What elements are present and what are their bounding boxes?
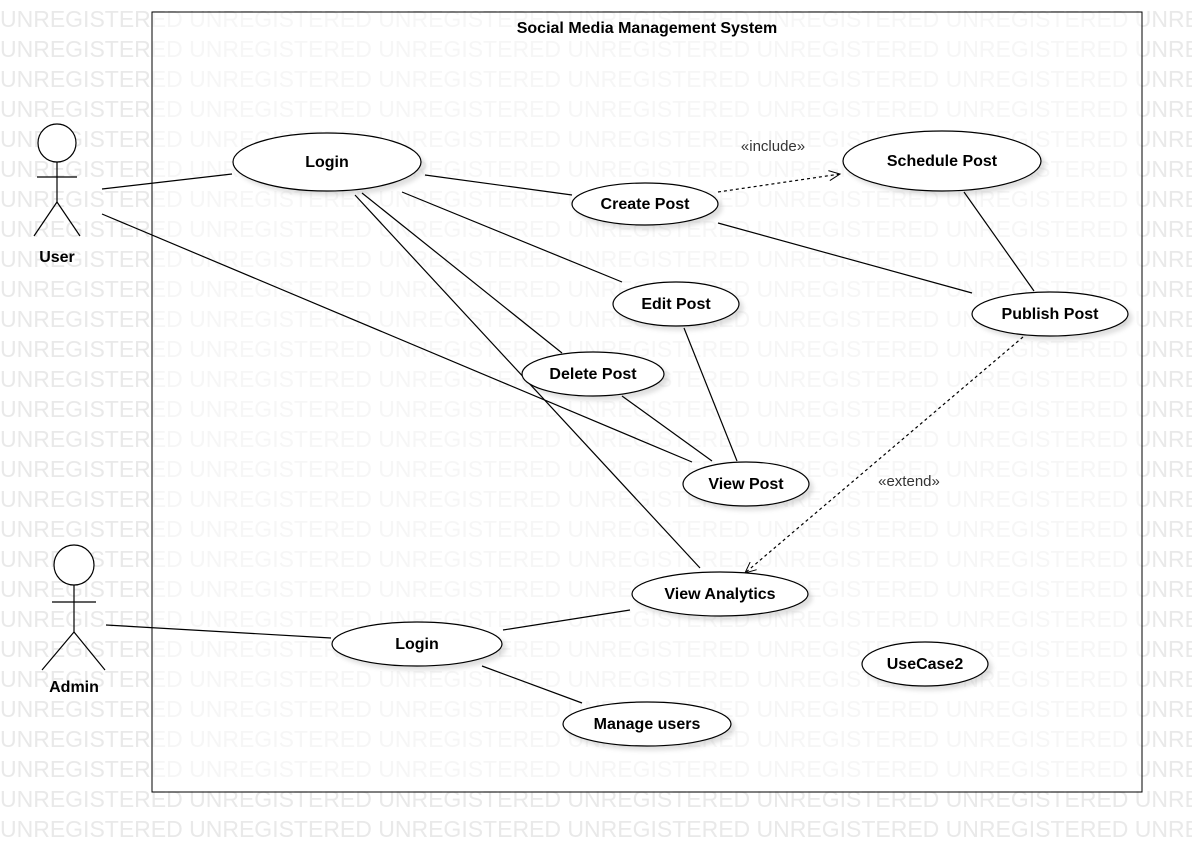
assoc-deletepost-viewpost[interactable]: [621, 395, 713, 462]
use-case-view-post[interactable]: View Post: [682, 461, 810, 507]
use-case-label: View Post: [708, 476, 784, 493]
use-case-edit-post[interactable]: Edit Post: [612, 281, 740, 327]
use-case-usecase2[interactable]: UseCase2: [861, 641, 989, 687]
use-case-view-analytics[interactable]: View Analytics: [631, 571, 809, 617]
assoc-user-viewpost[interactable]: [101, 213, 693, 463]
use-case-label: Manage users: [594, 716, 701, 733]
assoc-editpost-viewpost[interactable]: [683, 327, 738, 462]
admin-actor-icon: [53, 544, 95, 586]
assoc-admin-login[interactable]: [105, 624, 332, 639]
assoc-user-login[interactable]: [101, 173, 233, 190]
use-case-delete-post[interactable]: Delete Post: [521, 351, 665, 397]
use-case-manage-users[interactable]: Manage users: [562, 701, 732, 747]
use-case-label: UseCase2: [887, 656, 964, 673]
extend-label: «extend»: [878, 473, 940, 490]
use-case-label: View Analytics: [664, 586, 775, 603]
actor-user-label: User: [39, 249, 75, 266]
use-case-schedule-post[interactable]: Schedule Post: [842, 130, 1042, 192]
system-title: Social Media Management System: [517, 20, 778, 37]
actor-admin[interactable]: [41, 544, 106, 671]
use-case-label: Edit Post: [641, 296, 711, 313]
include-label: «include»: [741, 138, 805, 155]
watermark-row: UNREGISTERED UNREGISTERED UNREGISTERED U…: [0, 816, 1192, 842]
use-case-admin-login[interactable]: Login: [331, 621, 503, 667]
assoc-login-createpost[interactable]: [424, 174, 573, 196]
include-arrow[interactable]: [717, 170, 842, 193]
use-case-publish-post[interactable]: Publish Post: [971, 291, 1129, 337]
use-case-label: Login: [305, 154, 349, 171]
use-case-label: Create Post: [601, 196, 691, 213]
actor-admin-label: Admin: [49, 679, 99, 696]
assoc-schedule-publish[interactable]: [963, 191, 1035, 292]
use-case-label: Schedule Post: [887, 153, 998, 170]
assoc-login-editpost[interactable]: [401, 191, 623, 283]
assoc-login2-manage[interactable]: [481, 665, 583, 704]
actor-user[interactable]: [33, 123, 81, 237]
use-case-create-post[interactable]: Create Post: [571, 182, 719, 226]
use-case-label: Publish Post: [1002, 306, 1100, 323]
assoc-login-deletepost[interactable]: [361, 192, 563, 354]
system-boundary: [151, 11, 1143, 793]
assoc-createpost-publish[interactable]: [717, 222, 973, 294]
extend-arrow[interactable]: [744, 336, 1024, 574]
associations: [101, 173, 1035, 704]
use-case-label: Login: [395, 636, 439, 653]
assoc-login2-analytics[interactable]: [502, 609, 631, 631]
use-case-label: Delete Post: [549, 366, 637, 383]
use-case-login[interactable]: Login: [232, 132, 422, 192]
user-actor-icon: [37, 123, 77, 163]
